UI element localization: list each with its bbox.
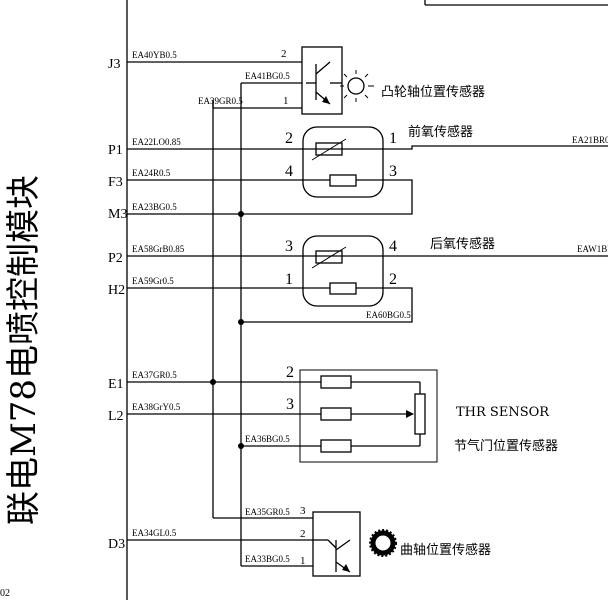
front-terminal-1: 1 bbox=[389, 130, 397, 147]
pin-p1: P1 bbox=[108, 143, 123, 158]
wire-label-crank-3: EA35GR0.5 bbox=[245, 507, 290, 517]
wire-p1 bbox=[127, 145, 608, 150]
cam-terminal-2: 2 bbox=[281, 48, 287, 60]
crank-terminal-1: 1 bbox=[300, 555, 306, 567]
pin-j3: J3 bbox=[108, 57, 120, 72]
front-terminal-3: 3 bbox=[389, 163, 397, 180]
crank-sensor-label: 曲轴位置传感器 bbox=[400, 542, 491, 558]
rear-terminal-3: 3 bbox=[285, 238, 293, 255]
front-o2-sensing-element-icon bbox=[303, 138, 383, 187]
wire-label-rear-out: EAW1BR bbox=[577, 244, 608, 254]
page-number: 02 bbox=[0, 588, 10, 599]
pin-m3: M3 bbox=[108, 207, 127, 222]
wire-label-e1: EA37GR0.5 bbox=[132, 370, 177, 380]
front-terminal-4: 4 bbox=[285, 163, 293, 180]
rear-o2-sensor-label: 后氧传感器 bbox=[430, 236, 495, 252]
wire-label-front-out: EA21BR0. bbox=[572, 135, 608, 145]
rear-o2-sensor-box bbox=[302, 235, 384, 307]
thr-sensor-label-en: THR SENSOR bbox=[456, 405, 550, 420]
rear-terminal-1: 1 bbox=[285, 271, 293, 288]
front-terminal-2: 2 bbox=[285, 130, 293, 147]
rear-terminal-4: 4 bbox=[389, 238, 397, 255]
wire-label-rear-gnd: EA60BG0.5 bbox=[366, 310, 411, 320]
wire-label-m3: EA23BG0.5 bbox=[132, 202, 177, 212]
pin-f3: F3 bbox=[108, 175, 123, 190]
cam-sensor-label: 凸轮轴位置传感器 bbox=[381, 84, 485, 100]
module-title: 联电M78电喷控制模块 bbox=[4, 175, 44, 525]
thr-sensor-label-cn: 节气门位置传感器 bbox=[454, 438, 558, 454]
pin-e1: E1 bbox=[108, 377, 124, 392]
wire-label-h2: EA59Gr0.5 bbox=[132, 276, 174, 286]
wire-label-d3: EA34GL0.5 bbox=[132, 528, 177, 538]
wire-label-p2: EA58GrB0.85 bbox=[132, 244, 185, 254]
rear-o2-sensing-element-icon bbox=[303, 246, 383, 295]
thr-terminal-2: 2 bbox=[286, 364, 294, 381]
thr-terminal-3: 3 bbox=[286, 396, 294, 413]
wire-label-thr-gnd: EA36BG0.5 bbox=[245, 434, 290, 444]
front-o2-sensor-box bbox=[302, 126, 384, 198]
wire-label-j3: EA40YB0.5 bbox=[132, 50, 177, 60]
pin-h2: H2 bbox=[108, 283, 125, 298]
pin-p2: P2 bbox=[108, 251, 123, 266]
crank-terminal-2: 2 bbox=[300, 528, 306, 540]
cam-terminal-1: 1 bbox=[283, 95, 289, 107]
crank-transistor-icon bbox=[313, 539, 351, 573]
wire-m3 bbox=[127, 179, 413, 215]
cam-sensor-icon bbox=[340, 70, 374, 102]
crank-terminal-3: 3 bbox=[300, 505, 306, 517]
cam-transistor-icon bbox=[306, 61, 342, 105]
pin-l2: L2 bbox=[108, 409, 124, 424]
rear-terminal-2: 2 bbox=[389, 271, 397, 288]
wire-label-cam-gnd: EA41BG0.5 bbox=[245, 71, 290, 81]
thr-sensor-box bbox=[299, 369, 438, 463]
crank-sensor-box bbox=[312, 511, 361, 577]
crank-sensor-icon bbox=[369, 529, 397, 557]
pin-d3: D3 bbox=[108, 537, 125, 552]
wire-label-crank-1: EA33BG0.5 bbox=[245, 554, 290, 564]
wire-label-l2: EA38GrY0.5 bbox=[132, 402, 181, 412]
wire-label-f3: EA24R0.5 bbox=[132, 168, 171, 178]
cam-sensor-box bbox=[301, 46, 343, 115]
wire-label-p1: EA22LO0.85 bbox=[132, 137, 181, 147]
wire-label-cam-sig: EA39GR0.5 bbox=[198, 96, 243, 106]
wire-rear-gnd bbox=[241, 287, 413, 323]
front-o2-sensor-label: 前氧传感器 bbox=[408, 124, 473, 140]
thr-potentiometer-icon bbox=[320, 375, 426, 453]
